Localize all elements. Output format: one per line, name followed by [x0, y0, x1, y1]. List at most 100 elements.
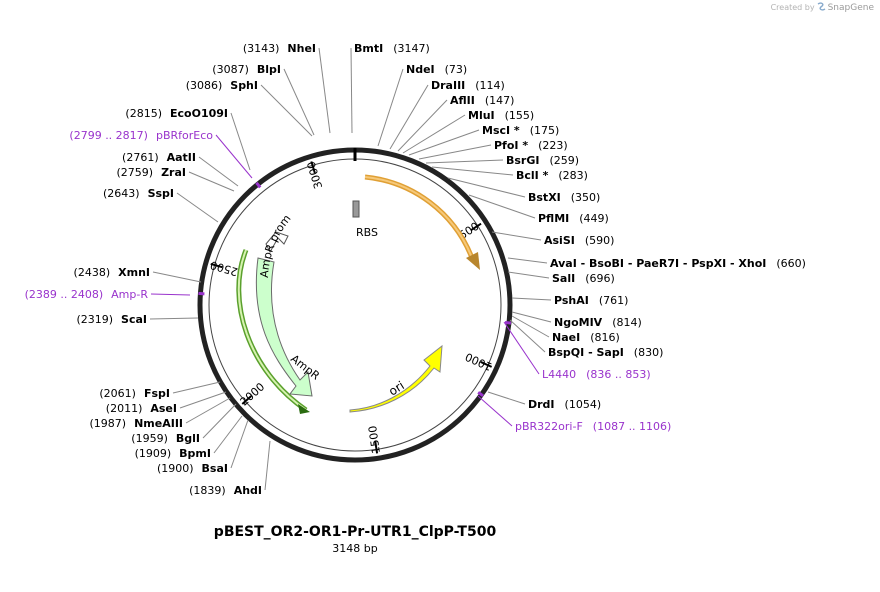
site-label[interactable]: DraIII(114) [431, 79, 505, 92]
site-label-name: NdeI [406, 63, 435, 76]
site-label-position: (814) [612, 316, 642, 329]
snapgene-logo-glyph [817, 2, 825, 11]
site-label[interactable]: NdeI(73) [406, 63, 467, 76]
feature-amp-promoter[interactable] [265, 231, 289, 254]
site-label[interactable]: (2759)ZraI [117, 166, 187, 179]
primer-label-position: (2389 .. 2408) [25, 288, 104, 301]
site-label-name: FspI [144, 387, 170, 400]
site-label-name: PfoI * [494, 139, 528, 152]
tick-label: 1000 [463, 350, 494, 373]
site-label[interactable]: AflII(147) [450, 94, 514, 107]
tick-mark [480, 361, 493, 368]
site-label-leader [176, 192, 219, 223]
site-label-position: (175) [530, 124, 560, 137]
site-label[interactable]: BclI *(283) [516, 169, 588, 182]
site-label[interactable]: (2643)SspI [103, 187, 174, 200]
site-label-position: (1900) [157, 462, 194, 475]
tick-mark [210, 262, 223, 269]
tick-mark [310, 161, 316, 174]
backbone [197, 147, 513, 463]
site-label[interactable]: BstXI(350) [528, 191, 600, 204]
site-label-leader [447, 177, 526, 198]
site-label[interactable]: (2011)AseI [106, 402, 177, 415]
site-label[interactable]: PflMI (449) [538, 212, 609, 225]
site-label-name: BclI * [516, 169, 549, 182]
leader-layer [149, 47, 552, 491]
feature-ori[interactable] [349, 344, 443, 413]
site-label[interactable]: AvaI - BsoBI - PaeR7I - PspXI - XhoI(660… [550, 257, 806, 270]
tick-mark [374, 441, 379, 454]
tick-mark [470, 222, 482, 232]
site-label[interactable]: (2061)FspI [99, 387, 170, 400]
credit-brand: SnapGene [827, 2, 874, 13]
site-label-leader [264, 440, 271, 491]
site-label[interactable]: (3087)BlpI [212, 63, 281, 76]
site-label-leader [152, 271, 202, 283]
primer-label[interactable]: (2799 .. 2817)pBRforEco [69, 129, 213, 142]
site-label-position: (114) [475, 79, 505, 92]
site-label-name: BstXI [528, 191, 561, 204]
site-label[interactable]: (2438)XmnI [74, 266, 150, 279]
site-label-leader [491, 231, 542, 241]
site-label[interactable]: (3086)SphI [186, 79, 258, 92]
site-label-leader [389, 84, 429, 150]
site-label[interactable]: MluI(155) [468, 109, 534, 122]
site-label[interactable]: BspQI - SapI(830) [548, 346, 663, 359]
primer-label-leader [150, 293, 191, 296]
site-label[interactable]: (3143) NheI [243, 42, 316, 55]
site-label-position: (3143) [243, 42, 280, 55]
site-label-leader [431, 166, 514, 176]
primer-label-marker [255, 181, 262, 189]
site-label-position: (2761) [122, 151, 159, 164]
site-label[interactable]: NgoMIV (814) [554, 316, 642, 329]
site-label-leader [179, 391, 227, 409]
site-label[interactable]: (2761)AatII [122, 151, 196, 164]
site-label[interactable]: (1909)BpmI [135, 447, 211, 460]
site-label[interactable]: (1959) BglI [131, 432, 200, 445]
feature-rbs[interactable] [352, 200, 360, 218]
site-label-leader [185, 397, 231, 424]
site-label-position: (1959) [131, 432, 168, 445]
site-label[interactable]: (1987)NmeAIII [90, 417, 184, 430]
primer-label-position: (2799 .. 2817) [69, 129, 148, 142]
site-label-position: (3086) [186, 79, 223, 92]
site-label-leader [198, 156, 239, 187]
site-label-name: NheI [287, 42, 316, 55]
primer-label[interactable]: L4440(836 .. 853) [542, 368, 651, 381]
site-label[interactable]: (2319)ScaI [76, 313, 147, 326]
site-label[interactable]: (1900) BsaI [157, 462, 228, 475]
site-label[interactable]: BsrGI(259) [506, 154, 579, 167]
site-label-position: (259) [549, 154, 579, 167]
site-label[interactable]: DrdI(1054) [528, 398, 601, 411]
site-label-name: AsiSI [544, 234, 575, 247]
site-label-position: (155) [505, 109, 535, 122]
site-label-leader [350, 47, 353, 134]
site-label[interactable]: NaeI(816) [552, 331, 620, 344]
primer-label[interactable]: (2389 .. 2408)Amp-R [25, 288, 149, 301]
site-label-name: BsaI [202, 462, 228, 475]
site-label[interactable]: (1839)AhdI [189, 484, 262, 497]
site-label-name: ZraI [161, 166, 186, 179]
site-label-leader [511, 297, 552, 301]
site-label[interactable]: (2815)EcoO109I [125, 107, 228, 120]
site-label-leader [408, 129, 480, 156]
site-label[interactable]: SalI(696) [552, 272, 615, 285]
site-label-position: (2815) [125, 107, 162, 120]
site-label-leader [188, 171, 235, 192]
site-label-name: BglI [176, 432, 200, 445]
feature-ampr[interactable] [255, 257, 313, 397]
site-label-position: (449) [579, 212, 609, 225]
plasmid-length: 3148 bp [332, 542, 378, 555]
site-label[interactable]: PfoI *(223) [494, 139, 568, 152]
site-label-name: NgoMIV [554, 316, 603, 329]
site-label[interactable]: BmtI(3147) [354, 42, 430, 55]
site-label-position: (147) [485, 94, 515, 107]
site-label-leader [507, 257, 548, 264]
site-label[interactable]: MscI *(175) [482, 124, 559, 137]
site-label-leader [402, 114, 466, 154]
site-label[interactable]: AsiSI(590) [544, 234, 614, 247]
primer-label[interactable]: pBR322ori-F(1087 .. 1106) [515, 420, 671, 433]
site-label[interactable]: PshAI(761) [554, 294, 628, 307]
primer-label-leader [215, 134, 253, 179]
site-label-name: PflMI [538, 212, 569, 225]
